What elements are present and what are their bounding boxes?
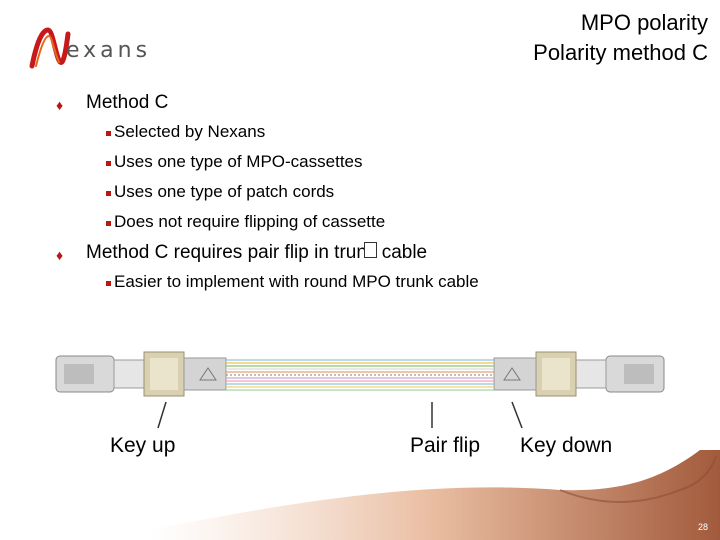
bullet-text: Easier to implement with round MPO trunk… (114, 272, 479, 291)
square-bullet-icon (106, 191, 111, 196)
logo-wordmark: exans (66, 38, 152, 63)
square-bullet-icon (106, 221, 111, 226)
bullet-level2: Selected by Nexans (48, 121, 648, 151)
key-up-pointer (157, 401, 167, 429)
bullet-text: Method C requires pair flip in trunk cab… (86, 242, 428, 263)
bullet-text: Uses one type of MPO-cassettes (114, 152, 363, 171)
square-bullet-icon (106, 281, 111, 286)
pair-flip-label: Pair flip (410, 434, 481, 457)
nexans-logo (29, 27, 71, 69)
diamond-bullet-icon: ♦ (56, 97, 64, 113)
bullet-text: Selected by Nexans (114, 122, 266, 141)
hand-decoration (150, 450, 720, 540)
page-number: 28 (697, 522, 708, 532)
square-bullet-icon (106, 131, 111, 136)
bullet-level1: ♦ Method C requires pair flip in trunk c… (48, 241, 648, 271)
slide-subtitle: Polarity method C (533, 40, 708, 65)
bullet-text: Uses one type of patch cords (114, 182, 335, 201)
missing-glyph-box (364, 242, 377, 258)
fiber-bundle (226, 359, 494, 391)
bullet-text: Method C (86, 92, 169, 113)
bullet-list: ♦ Method C Selected by Nexans Uses one t… (48, 91, 648, 301)
bullet-text: Does not require flipping of cassette (114, 212, 386, 231)
key-up-label: Key up (110, 434, 176, 457)
square-bullet-icon (106, 161, 111, 166)
bullet-level2: Does not require flipping of cassette (48, 211, 648, 241)
slide-title-block: MPO polarity Polarity method C (533, 8, 708, 68)
mpo-cable-illustration (55, 351, 665, 429)
left-connector-icon (55, 351, 227, 397)
bullet-level2: Uses one type of patch cords (48, 181, 648, 211)
key-down-label: Key down (520, 434, 613, 457)
slide-title: MPO polarity (580, 10, 708, 35)
right-connector-icon (493, 351, 665, 397)
bullet-level1: ♦ Method C (48, 91, 648, 121)
diamond-bullet-icon: ♦ (56, 247, 64, 263)
bullet-level2: Uses one type of MPO-cassettes (48, 151, 648, 181)
key-down-pointer (511, 401, 523, 429)
bullet-level2: Easier to implement with round MPO trunk… (48, 271, 648, 301)
